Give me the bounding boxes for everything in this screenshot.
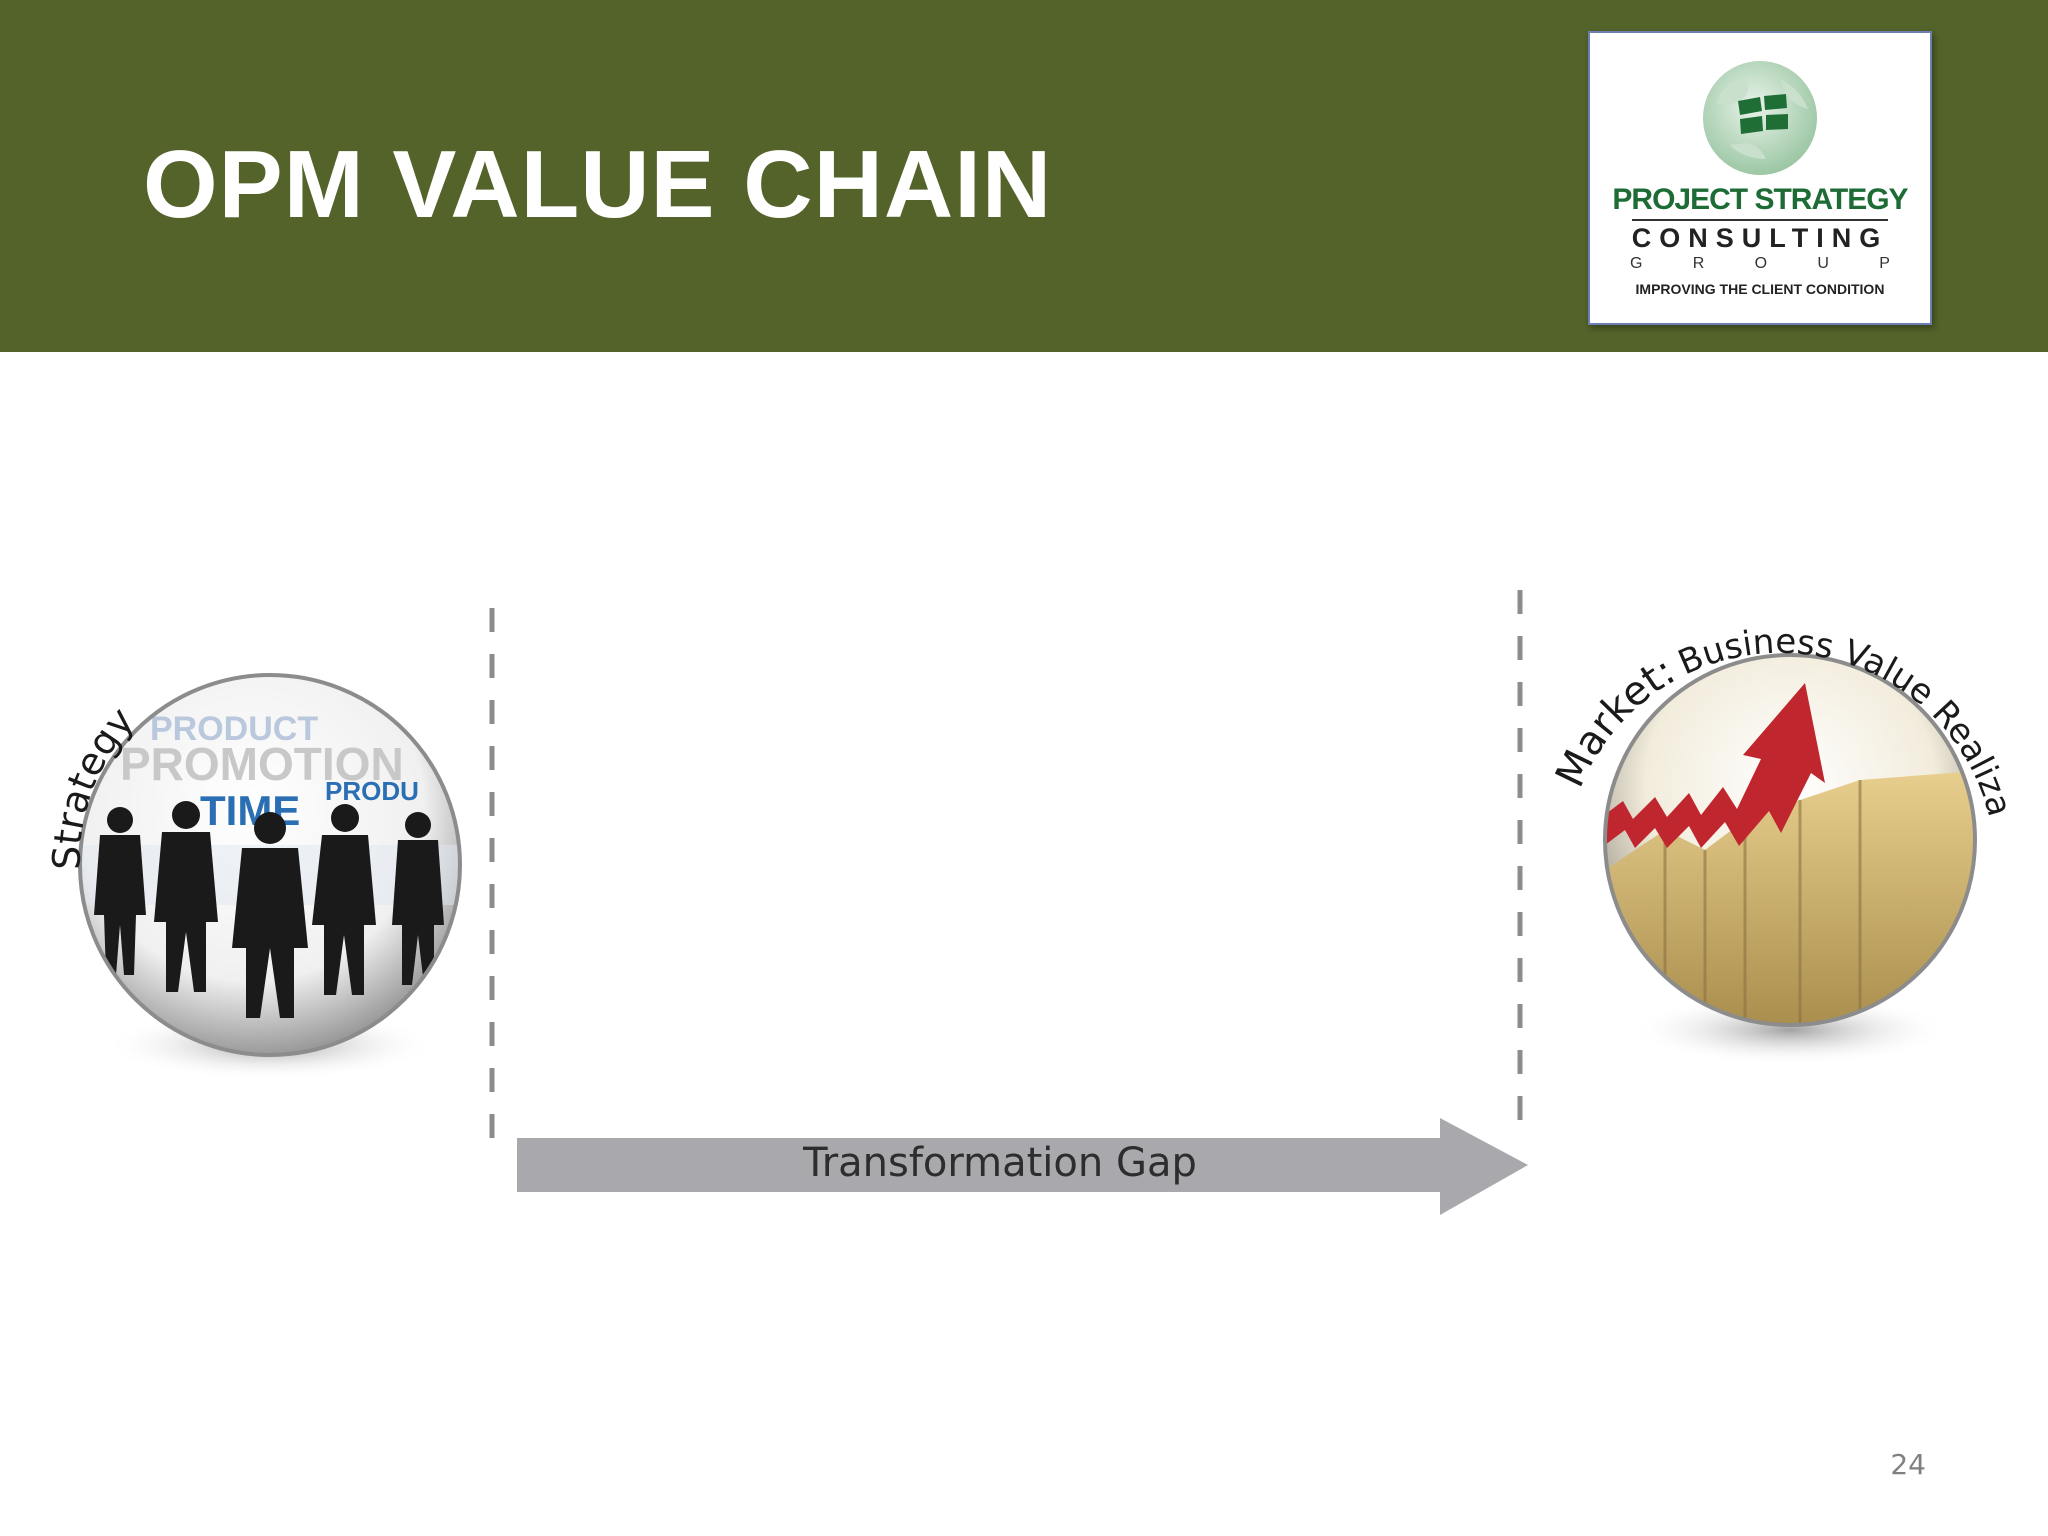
sphere-word: PRODU: [325, 776, 419, 806]
logo-group-letter: U: [1817, 255, 1829, 272]
strategy-sphere-icon: PRODUCT PROMOTION TIME PRODU Strategy: [45, 673, 462, 1080]
sphere-word: PROMOTION: [120, 738, 404, 790]
logo-group-letter: G: [1630, 255, 1643, 272]
logo-rule: [1632, 219, 1888, 221]
sphere-word: PRODUCT: [150, 710, 318, 748]
logo-group-letter: O: [1754, 255, 1768, 272]
slide-title: OPM VALUE CHAIN: [143, 131, 1053, 238]
company-logo: PROJECT STRATEGY CONSULTING G R O U P IM…: [1588, 31, 1932, 325]
page-number: 24: [1890, 1448, 1926, 1481]
logo-line-project-strategy: PROJECT STRATEGY: [1612, 183, 1908, 216]
logo-group-letter: R: [1692, 255, 1705, 272]
transformation-gap-label: Transformation Gap: [803, 1140, 1197, 1186]
transformation-gap-arrow-icon: [517, 1118, 1528, 1215]
logo-line-group: G R O U P: [1630, 255, 1890, 273]
header-banner: OPM VALUE CHAIN PROJECT STRATEGY CONSULT…: [0, 0, 2048, 352]
logo-group-letter: P: [1879, 255, 1890, 272]
logo-line-consulting: CONSULTING: [1631, 223, 1889, 253]
globe-logo-icon: [1703, 61, 1817, 175]
logo-tagline: IMPROVING THE CLIENT CONDITION: [1635, 281, 1885, 297]
